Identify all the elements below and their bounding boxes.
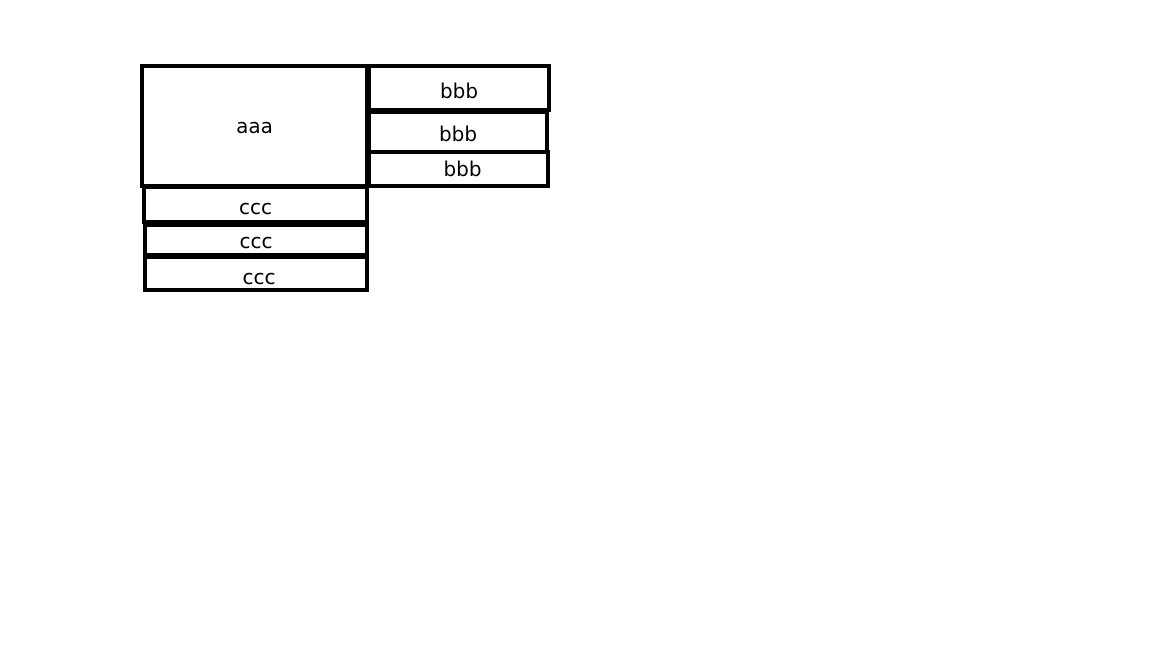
box-ccc: ccc: [143, 255, 369, 292]
box-bbb-label: bbb: [439, 79, 479, 103]
box-bbb-label: bbb: [438, 121, 478, 146]
box-bbb: bbb: [367, 150, 550, 188]
box-bbb-label: bbb: [443, 157, 482, 181]
box-aaa-label: aaa: [236, 114, 273, 138]
box-ccc: ccc: [142, 185, 369, 224]
box-ccc-label: ccc: [239, 229, 273, 253]
box-aaa: aaa: [140, 64, 369, 188]
box-ccc-label: ccc: [239, 194, 272, 219]
box-bbb: bbb: [367, 110, 549, 154]
box-bbb: bbb: [367, 64, 551, 112]
box-ccc: ccc: [143, 223, 369, 257]
box-ccc-label: ccc: [242, 264, 276, 289]
